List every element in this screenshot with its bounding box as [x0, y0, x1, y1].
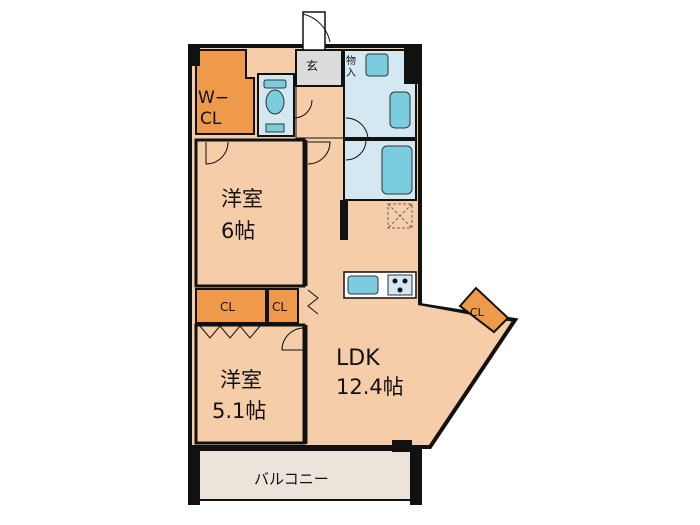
fridge-cross-2: [387, 203, 413, 229]
closet-left: [195, 288, 267, 324]
balcony-wall-right: [410, 440, 422, 505]
door-ldk: [307, 141, 331, 165]
label-genkan: 玄: [306, 58, 318, 73]
toilet-sink: [265, 123, 285, 133]
door-bath: [345, 139, 367, 161]
door-bedroom1: [205, 141, 229, 165]
label-closet-mid: CL: [272, 300, 287, 314]
fridge-space: [387, 203, 413, 229]
bathtub: [381, 145, 413, 195]
wall-stub-kitchen: [340, 200, 348, 240]
entrance-door-swing: [302, 13, 331, 50]
entrance-door-frame: [302, 11, 326, 51]
door-toilet: [293, 99, 313, 119]
label-balcony: バルコニー: [254, 470, 329, 488]
door-washroom: [345, 117, 369, 141]
wash-basin: [389, 91, 411, 129]
label-wcl-2: CL: [200, 109, 222, 129]
entrance-area: [295, 49, 343, 87]
door-closet-mid: [307, 289, 319, 315]
walk-in-closet: [195, 49, 255, 135]
ldk-closet: [458, 286, 510, 334]
label-bedroom2-size: 5.1帖: [212, 399, 266, 423]
burner-2: [402, 278, 408, 284]
label-ldk-name: LDK: [336, 346, 380, 371]
door-bedroom2: [281, 327, 305, 351]
label-ldk-size: 12.4帖: [336, 375, 404, 399]
label-closet-left: CL: [220, 300, 235, 314]
wall-corner-bottom-right: [392, 440, 412, 452]
column-top-right: [404, 46, 420, 84]
closet-mid: [267, 288, 299, 324]
label-closet-ldk: CL: [470, 306, 485, 319]
bedroom-1: [194, 138, 306, 288]
label-storage-1: 物: [346, 54, 356, 67]
burner-3: [397, 287, 403, 293]
toilet-bowl: [265, 89, 285, 115]
label-storage-2: 入: [346, 68, 356, 79]
toilet-tank: [263, 79, 287, 89]
label-bedroom1-size: 6帖: [221, 219, 255, 243]
label-bedroom2-name: 洋室: [220, 368, 262, 392]
hallway: [295, 85, 345, 139]
label-bedroom1-name: 洋室: [221, 187, 263, 211]
kitchen-sink: [347, 275, 379, 295]
burner-1: [392, 278, 398, 284]
washing-machine: [365, 53, 389, 77]
balcony-wall-left: [188, 440, 200, 505]
label-wcl-1: W−: [198, 88, 229, 108]
bedroom-2: [194, 323, 306, 445]
column-top-left: [190, 46, 200, 66]
closet-doors: [199, 325, 261, 339]
